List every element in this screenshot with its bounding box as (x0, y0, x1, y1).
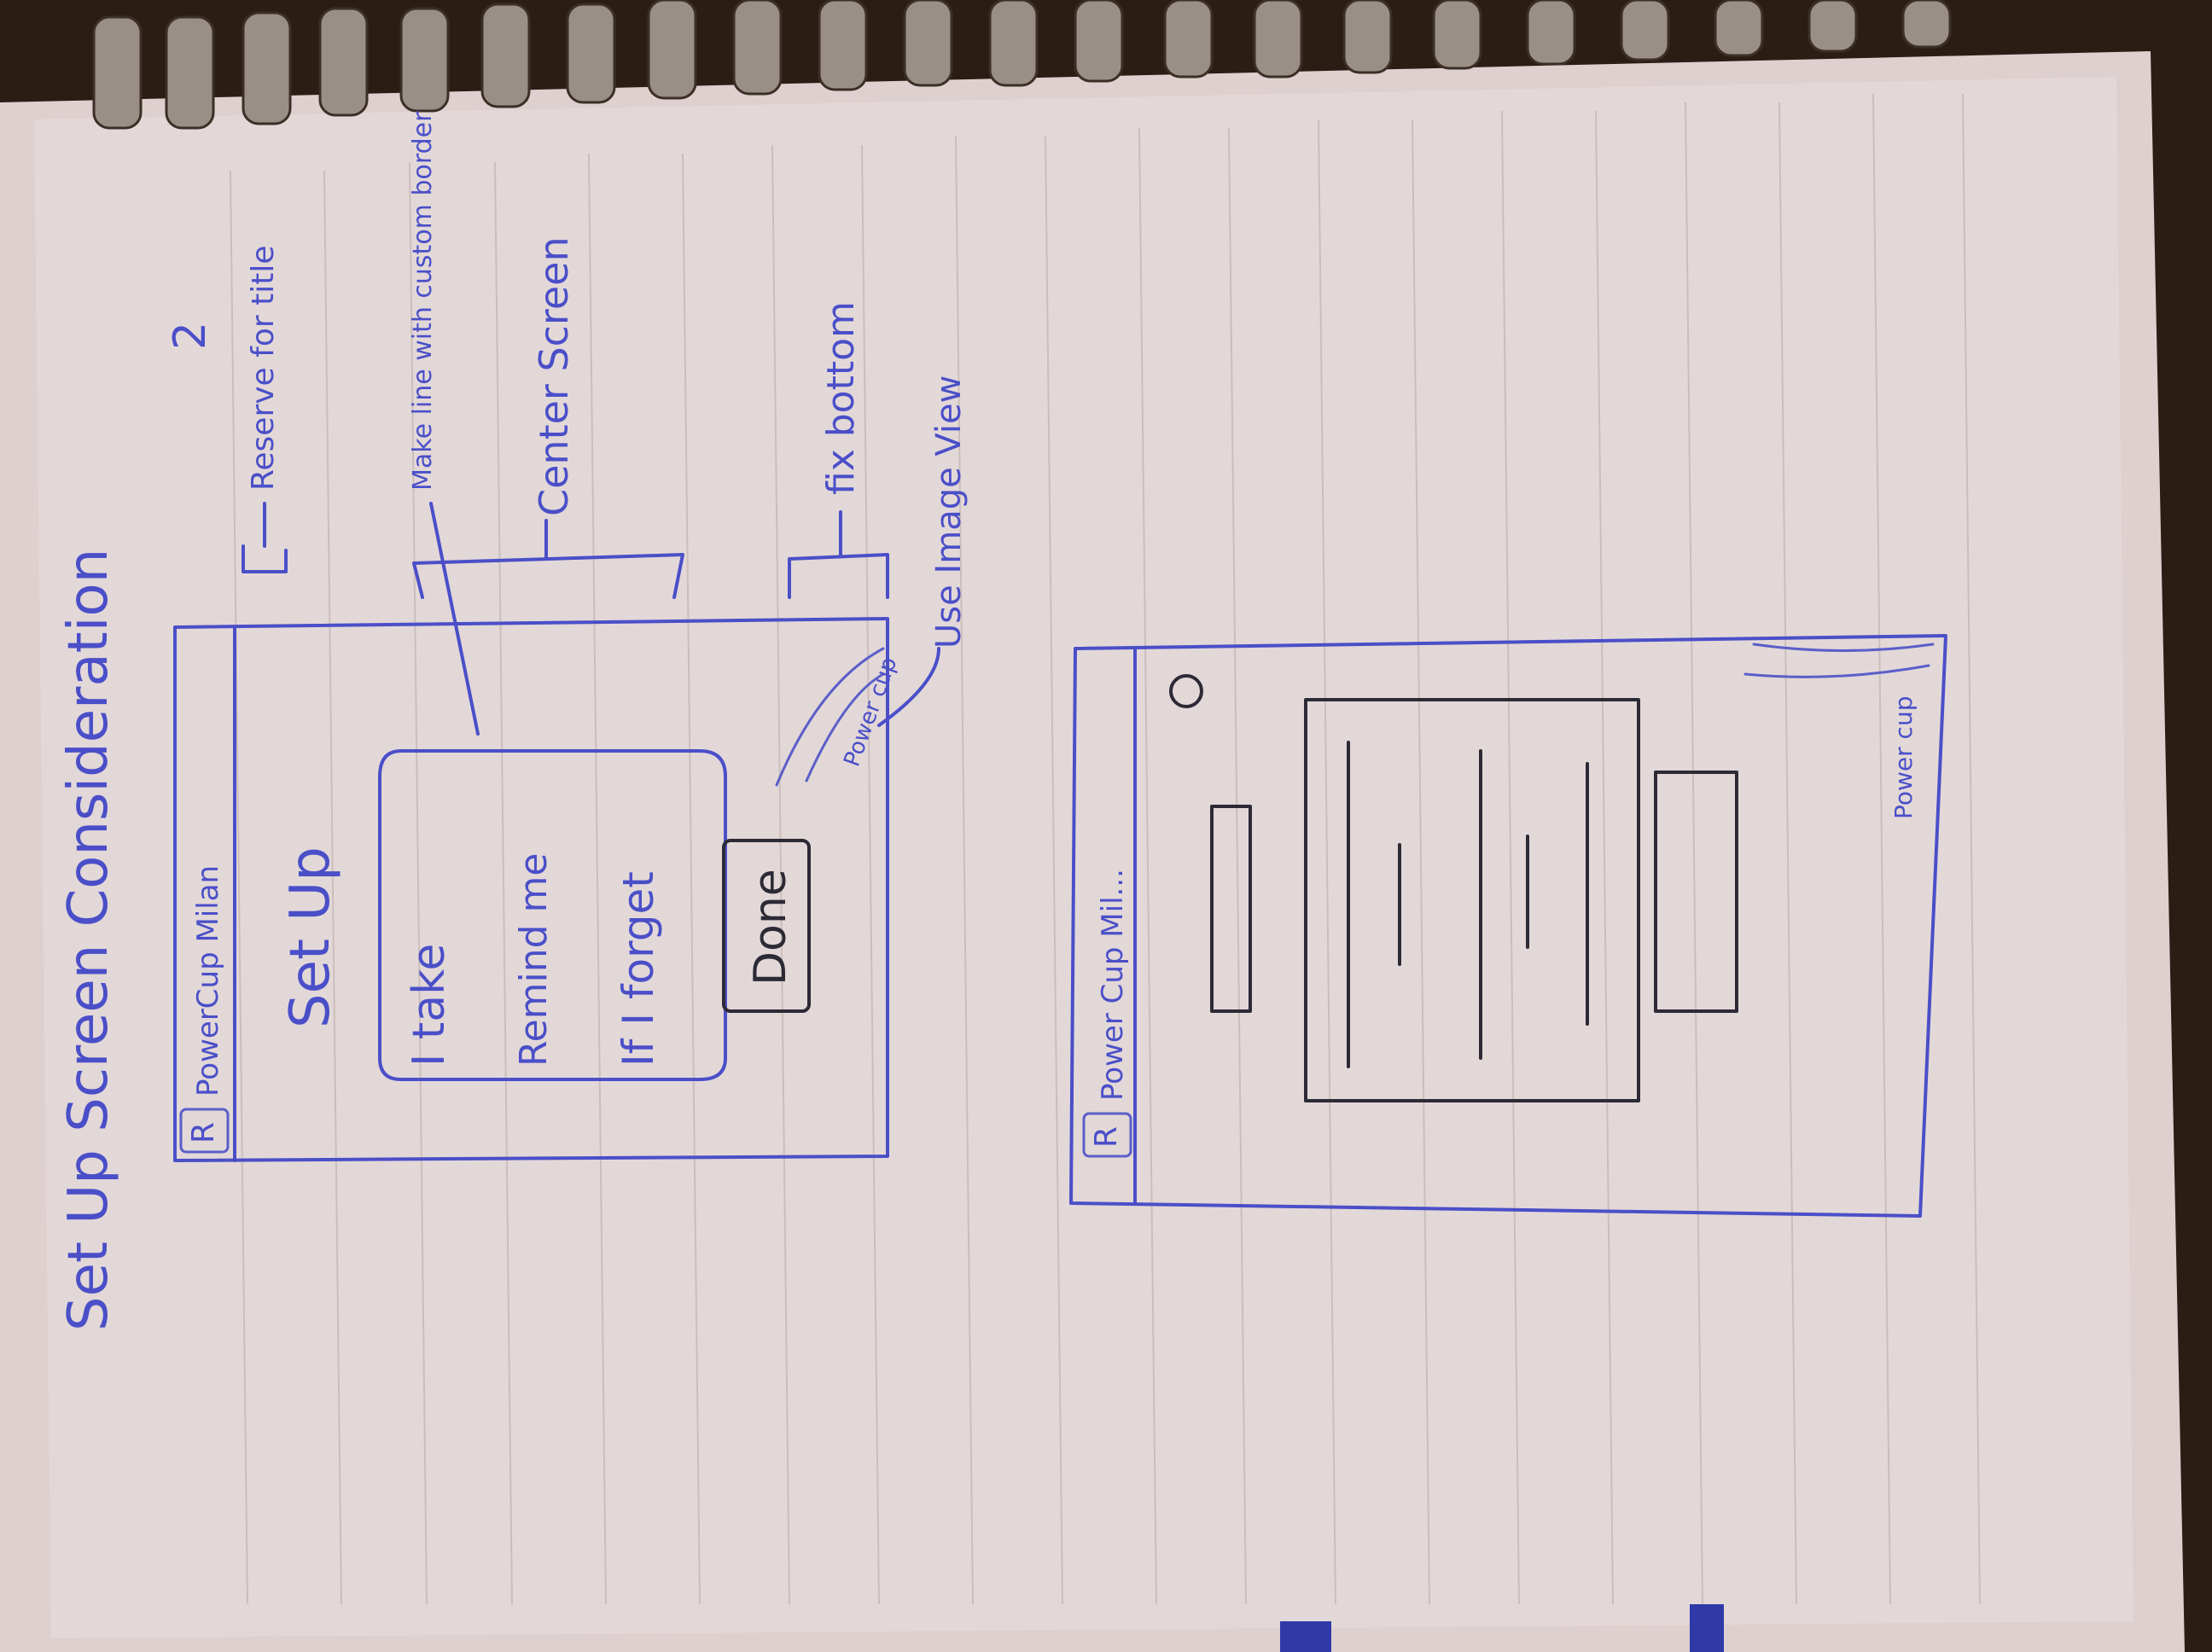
options-box (378, 749, 727, 1081)
app-icon-box (179, 1108, 230, 1154)
ruled-lines (230, 93, 1981, 1605)
annotation-center: Center Screen (531, 236, 577, 516)
status-dot (1169, 674, 1203, 708)
corner-logo: Power cup (1889, 696, 1918, 819)
app-name: PowerCup Milan (191, 865, 225, 1096)
annotation-image-view: Use Image View (929, 375, 969, 649)
annotations: Reserve for title Center Screen Make lin… (242, 111, 969, 736)
annotation-fix-bottom: fix bottom (819, 301, 863, 495)
option-3: If I forget (614, 871, 663, 1067)
sketch-setup-screen: R PowerCup Milan Set Up I take Remind me… (173, 617, 902, 1162)
app-icon-box (1082, 1112, 1132, 1158)
left-panel (1210, 805, 1252, 1013)
app-icon-label: R (1089, 1126, 1124, 1148)
right-panel (1654, 771, 1738, 1013)
app-icon-label: R (186, 1122, 221, 1143)
image-view-box (1304, 698, 1640, 1102)
tab-marker (1280, 1621, 1331, 1652)
setup-heading: Set Up (279, 846, 342, 1028)
option-2: Remind me (512, 853, 556, 1067)
annotation-reserve: Reserve for title (246, 246, 281, 491)
app-name: Power Cup Mil... (1096, 869, 1130, 1101)
annotation-line-border: Make line with custom border (408, 111, 438, 491)
page-title: Set Up Screen Consideration (57, 549, 120, 1331)
done-button-box (722, 839, 811, 1013)
spiral-binding (92, 0, 1952, 130)
done-button-label: Done (745, 869, 796, 986)
sketch-image-screen: R Power Cup Mil... Power cup (1069, 634, 1947, 1218)
tab-marker (1690, 1604, 1724, 1652)
page-number: 2 (165, 322, 216, 350)
option-1: I take (404, 944, 455, 1067)
